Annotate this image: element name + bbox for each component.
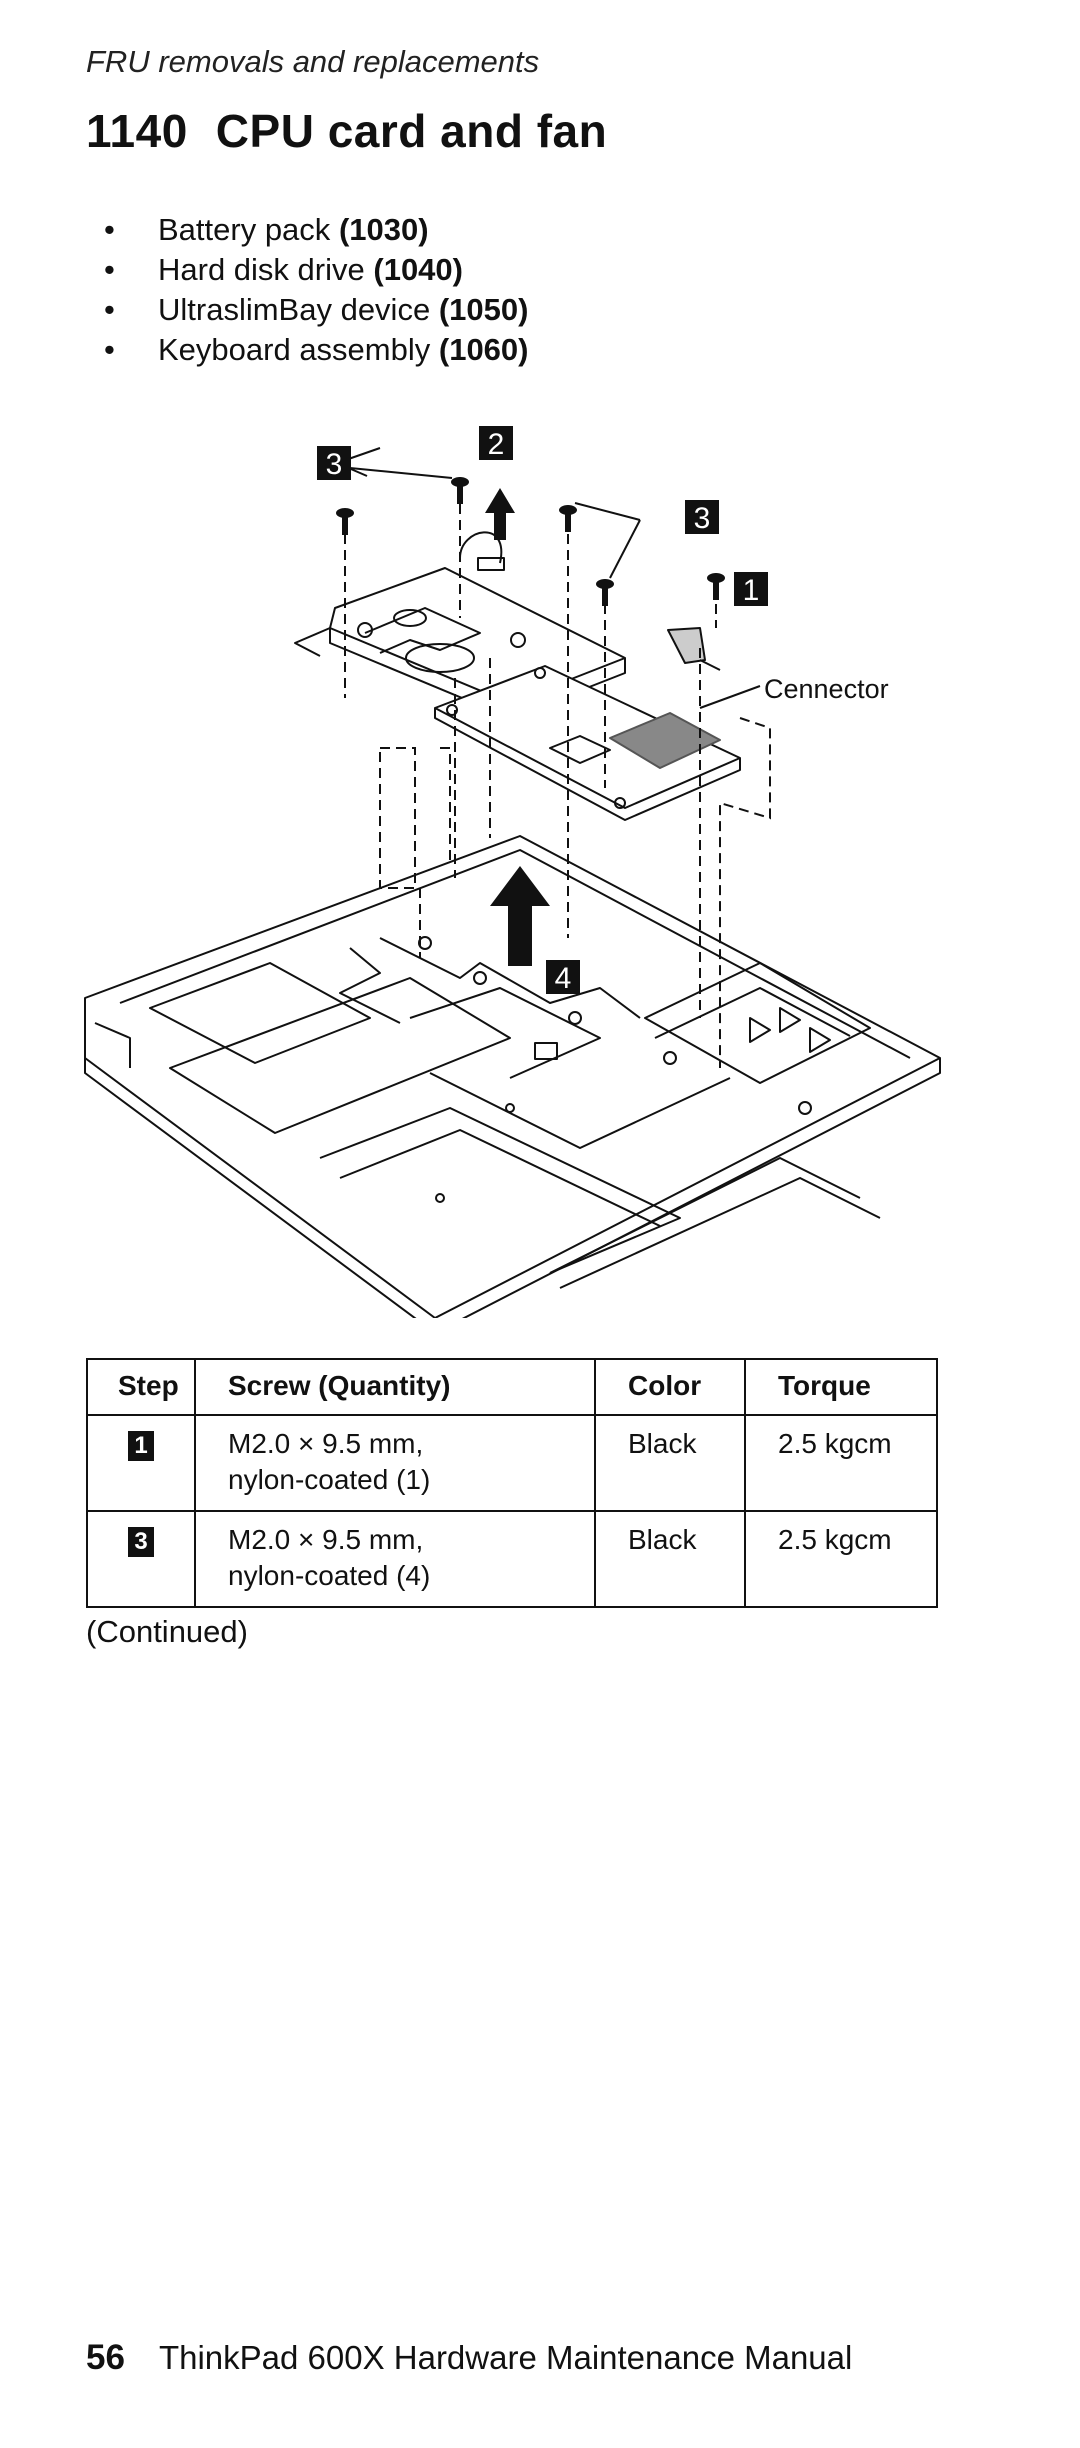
column-header: Screw (Quantity) — [194, 1358, 596, 1416]
torque-cell: 2.5 kgcm — [744, 1510, 938, 1608]
color-cell: Black — [594, 1414, 746, 1512]
connector-label: Cennector — [764, 674, 889, 704]
screw-icon — [707, 573, 725, 600]
cpu-card — [434, 665, 741, 821]
callout-2: 2 — [488, 428, 505, 461]
running-header: FRU removals and replacements — [86, 44, 540, 79]
lift-arrows — [485, 488, 550, 966]
column-header: Color — [594, 1358, 746, 1416]
color-cell: Black — [594, 1510, 746, 1608]
section-number: 1140 — [86, 105, 188, 157]
column-header: Step — [86, 1358, 196, 1416]
table-row: 3 M2.0 × 9.5 mm,nylon-coated (4) Black 2… — [86, 1510, 938, 1608]
screw-cell: M2.0 × 9.5 mm,nylon-coated (1) — [194, 1414, 596, 1512]
step-cell: 3 — [86, 1510, 196, 1608]
step-cell: 1 — [86, 1414, 196, 1512]
screw-cell: M2.0 × 9.5 mm,nylon-coated (4) — [194, 1510, 596, 1608]
list-item: •Hard disk drive (1040) — [104, 250, 528, 290]
screw-icon — [559, 505, 577, 532]
callout-1: 1 — [743, 574, 760, 607]
alignment-guides — [344, 488, 771, 1068]
step-reference: (1050) — [438, 292, 529, 327]
bullet-icon: • — [104, 292, 115, 327]
section-name: CPU card and fan — [215, 105, 608, 157]
manual-title: ThinkPad 600X Hardware Maintenance Manua… — [158, 2339, 853, 2376]
step-reference: (1030) — [338, 212, 429, 247]
up-arrow-icon — [490, 866, 550, 966]
step-reference: (1060) — [438, 332, 529, 367]
bullet-icon: • — [104, 212, 115, 247]
bullet-icon: • — [104, 332, 115, 367]
screw-icon — [596, 579, 614, 606]
step-badge: 3 — [128, 1527, 154, 1557]
callout-3: 3 — [694, 502, 711, 535]
callout-4: 4 — [555, 962, 572, 995]
screw-icon — [336, 508, 354, 535]
table-header-row: Step Screw (Quantity) Color Torque — [86, 1358, 938, 1416]
screw-icon — [451, 477, 469, 504]
page-number: 56 — [86, 2338, 125, 2377]
callout-3: 3 — [326, 448, 343, 481]
system-board-base — [84, 835, 941, 1318]
continued-note: (Continued) — [86, 1614, 248, 1649]
bullet-icon: • — [104, 252, 115, 287]
prerequisite-list: •Battery pack (1030) •Hard disk drive (1… — [104, 210, 528, 370]
page-footer: 56 ThinkPad 600X Hardware Maintenance Man… — [86, 2338, 852, 2378]
exploded-view-diagram: 3 2 3 1 4 Cennector — [80, 418, 960, 1318]
column-header: Torque — [744, 1358, 938, 1416]
section-title: 1140 CPU card and fan — [86, 104, 607, 158]
list-item: •UltraslimBay device (1050) — [104, 290, 528, 330]
list-item: •Battery pack (1030) — [104, 210, 528, 250]
up-arrow-icon — [485, 488, 515, 540]
callout-badges: 3 2 3 1 4 — [317, 426, 768, 995]
screws — [336, 477, 725, 606]
torque-cell: 2.5 kgcm — [744, 1414, 938, 1512]
step-reference: (1040) — [373, 252, 463, 287]
screw-table: Step Screw (Quantity) Color Torque 1 M2.… — [86, 1358, 938, 1608]
step-badge: 1 — [128, 1431, 154, 1461]
connector-bracket — [667, 627, 721, 671]
list-item: •Keyboard assembly (1060) — [104, 330, 528, 370]
table-row: 1 M2.0 × 9.5 mm,nylon-coated (1) Black 2… — [86, 1414, 938, 1512]
